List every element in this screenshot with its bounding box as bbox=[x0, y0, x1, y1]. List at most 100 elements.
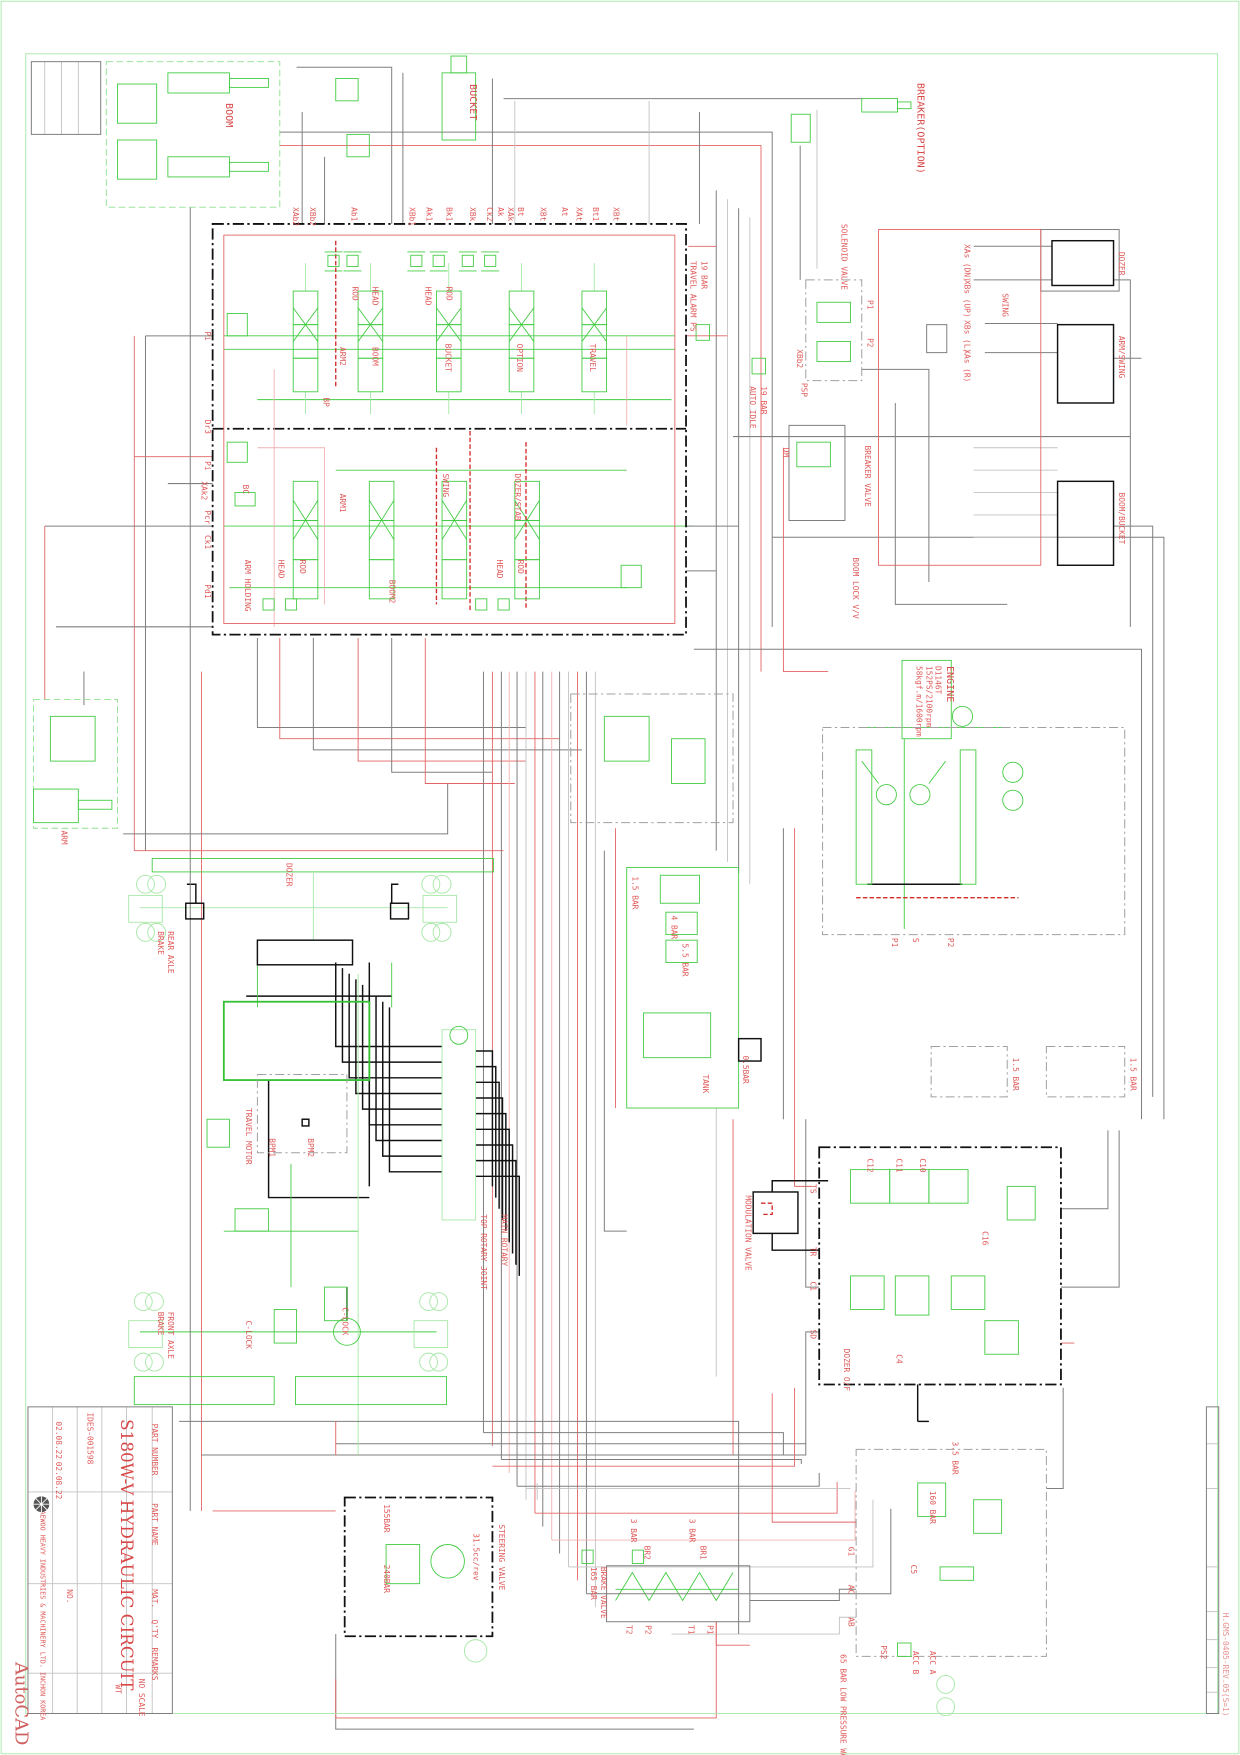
dozer-blade bbox=[151, 858, 494, 873]
label-rear-axle: REAR AXLE bbox=[166, 931, 175, 974]
label-bar-155: 155BAR bbox=[382, 1504, 391, 1533]
label-port-xbb2: XBb2 bbox=[308, 207, 317, 226]
hydraulic-line bbox=[749, 1588, 857, 1601]
shuttle-valve bbox=[346, 133, 370, 158]
label-solenoid-valve: SOLENOID VALVE bbox=[840, 224, 849, 290]
hydraulic-line bbox=[475, 1065, 497, 1198]
relief-valve bbox=[432, 254, 445, 267]
front-axle-wheel bbox=[133, 1352, 153, 1372]
relief-valve bbox=[475, 598, 488, 611]
breaker-valve-spool bbox=[796, 441, 831, 468]
date-checked: 02.08.22 bbox=[54, 1462, 63, 1500]
label-bar-4: 4 BAR bbox=[669, 916, 678, 940]
boom-cylinder-rod bbox=[228, 161, 270, 172]
hydraulic-line bbox=[782, 447, 829, 673]
steering-wheel bbox=[463, 1639, 488, 1663]
label-ac: AC bbox=[846, 1585, 855, 1595]
label-front-axle: FRONT AXLE bbox=[166, 1312, 175, 1359]
brake-pedal-valve bbox=[606, 1565, 751, 1623]
spool-option bbox=[508, 290, 535, 326]
rear-brake bbox=[128, 894, 163, 923]
pilot-relief-valve bbox=[671, 738, 706, 784]
label-port-ak: Ak bbox=[496, 207, 505, 217]
label-port-ck1: Ck1 bbox=[203, 535, 212, 549]
label-arm1: ARM1 bbox=[338, 494, 347, 513]
rear-axle-wheel bbox=[147, 922, 167, 942]
label-bar-160: 160 BAR bbox=[928, 1491, 937, 1524]
relief-valve bbox=[461, 254, 474, 267]
low-pressure-switch bbox=[897, 1642, 912, 1657]
label-spool-head2: HEAD bbox=[423, 287, 432, 306]
label-sol-p1: P1 bbox=[865, 300, 874, 310]
label-travel-alarm-bar: 19 BAR bbox=[700, 261, 709, 290]
breaker-selector-valve bbox=[790, 113, 811, 143]
label-port-pcr: Pcr bbox=[203, 510, 212, 524]
brake-relay-valve bbox=[894, 1275, 930, 1316]
label-ps2: PS2 bbox=[879, 1645, 888, 1659]
label-bv-p2: P2 bbox=[644, 1625, 653, 1635]
date-drawn: 02.08.22 bbox=[54, 1421, 63, 1459]
spool-swing bbox=[441, 559, 468, 600]
label-port-xak2: XAk2 bbox=[199, 481, 208, 500]
label-engine: ENGINE bbox=[944, 666, 955, 702]
hydraulic-line bbox=[805, 1119, 820, 1288]
label-spool-head1: HEAD bbox=[371, 287, 380, 306]
label-c1: C1 bbox=[808, 1282, 817, 1292]
label-bar-15c: 1.5 BAR bbox=[1128, 1058, 1137, 1091]
label-port-xak: XAk bbox=[506, 207, 515, 221]
label-bucket: BUCKET bbox=[443, 344, 452, 373]
c-lock-valve bbox=[234, 1208, 270, 1232]
main-relief-valve bbox=[620, 564, 642, 589]
label-bar-05: 0.5BAR bbox=[741, 1055, 750, 1084]
steering-valve-block bbox=[343, 1496, 494, 1638]
pilot-pump bbox=[951, 705, 973, 727]
hydraulic-line bbox=[1046, 1387, 1064, 1490]
hydraulic-line bbox=[475, 1112, 507, 1232]
label-c10: C10 bbox=[918, 1158, 927, 1172]
accumulator-valve bbox=[973, 1499, 1003, 1534]
front-axle-wheel bbox=[429, 1292, 449, 1312]
revision-strip bbox=[1205, 1406, 1220, 1714]
label-port-xbk: XBk bbox=[468, 207, 477, 221]
steering-spool bbox=[385, 1544, 421, 1585]
brake-valve-block bbox=[818, 1146, 1062, 1386]
hydraulic-line bbox=[475, 1050, 494, 1187]
hydraulic-line bbox=[279, 145, 762, 672]
label-bucket-cyl: BUCKET bbox=[467, 84, 478, 120]
label-port-bt1: Bt1 bbox=[591, 207, 600, 221]
model-number: S180W-V bbox=[117, 1419, 137, 1496]
label-swing: SWING bbox=[441, 473, 450, 497]
label-acc-b: ACC B bbox=[911, 1651, 920, 1675]
solenoid-dozer bbox=[850, 1169, 891, 1204]
hydraulic-line bbox=[517, 1472, 820, 1487]
boom-cylinder bbox=[167, 72, 230, 94]
drawing-code: H.GMS-0405-REV.05(S=1) bbox=[1221, 1613, 1230, 1717]
accumulator-b bbox=[936, 1697, 956, 1717]
qty-label: Q'TY bbox=[150, 1619, 159, 1638]
rear-axle-wheel bbox=[136, 874, 155, 894]
relief-valve bbox=[497, 598, 510, 611]
label-spool-rod2: ROD bbox=[445, 287, 454, 301]
hydraulic-line bbox=[771, 1393, 857, 1523]
label-pump-s: S bbox=[911, 938, 920, 943]
tank-check-valve bbox=[737, 1037, 762, 1062]
hydraulic-line bbox=[772, 536, 1165, 1120]
label-front-brake: BRAKE bbox=[156, 1312, 165, 1336]
label-port-xbt: XBt bbox=[539, 207, 548, 221]
hydraulic-line bbox=[514, 500, 540, 540]
charge-valve bbox=[950, 1275, 986, 1310]
hydraulic-line bbox=[279, 131, 773, 627]
label-port-bk1: Bk1 bbox=[445, 207, 454, 221]
hydraulic-line bbox=[475, 1159, 517, 1265]
swing-shuttle bbox=[926, 324, 948, 354]
brake-pressure-switch bbox=[631, 1549, 644, 1564]
main-pump-2 bbox=[909, 784, 931, 806]
front-axle-wheel bbox=[145, 1292, 164, 1312]
label-port-bt: Bt bbox=[516, 207, 525, 216]
label-breaker-valve: BREAKER VALVE bbox=[863, 446, 872, 508]
spool-arm1 bbox=[292, 480, 319, 521]
mat-label: MAT. bbox=[150, 1589, 159, 1608]
pilot-relief bbox=[226, 441, 248, 463]
hydraulic-line bbox=[388, 1007, 443, 1173]
rcv-pilot-boundary bbox=[878, 229, 1042, 566]
